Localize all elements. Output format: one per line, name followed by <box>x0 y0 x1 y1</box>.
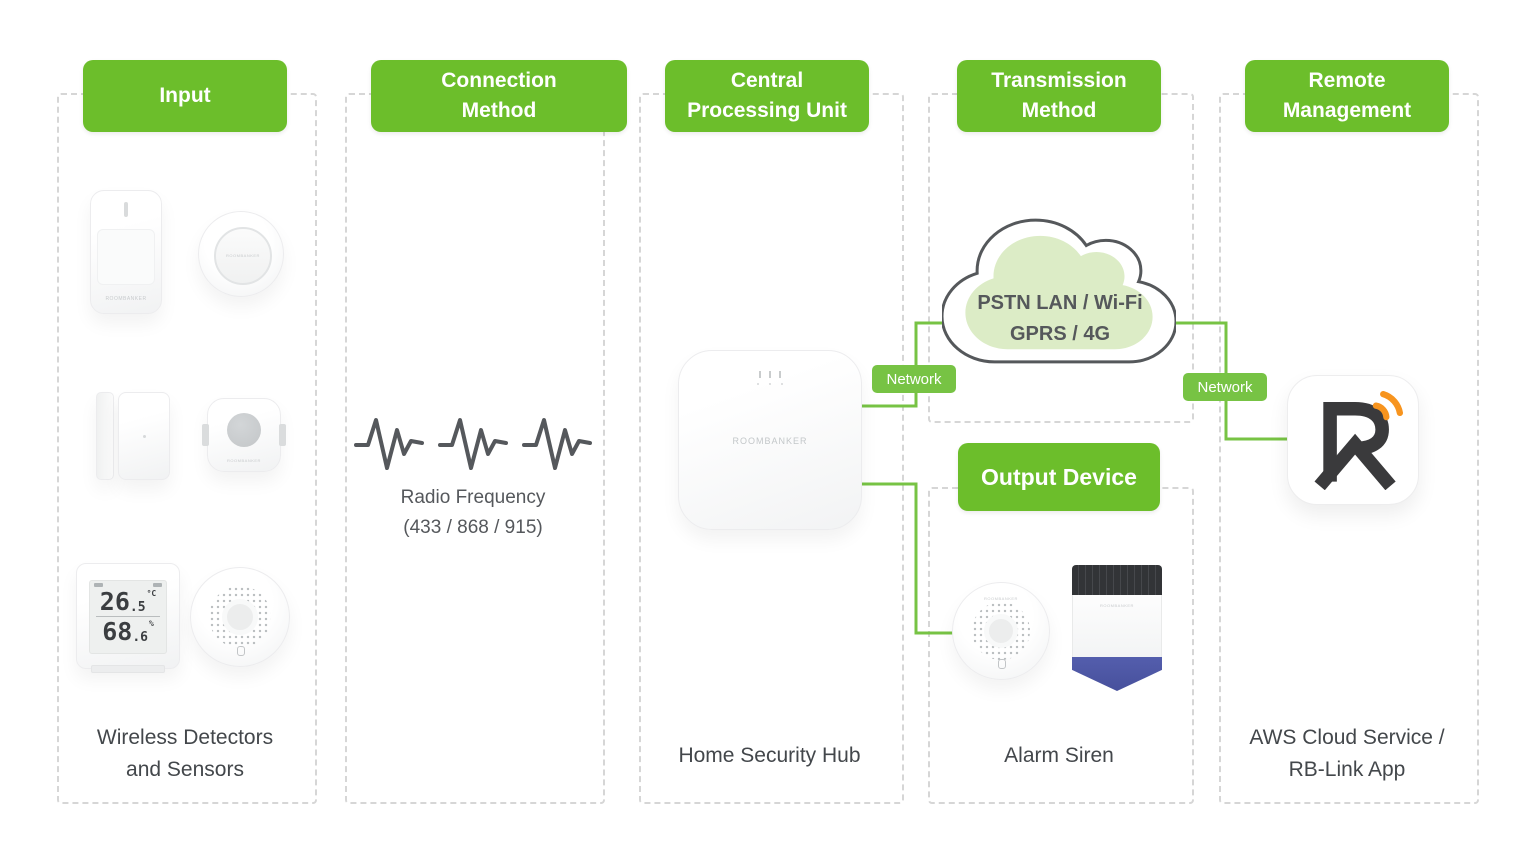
caption-connection: Radio Frequency (433 / 868 / 915) <box>345 483 601 543</box>
security-hub: ROOMBANKER <box>678 350 862 530</box>
temp-humidity-sensor: 26 .5 °C 68 .6 % <box>76 563 180 673</box>
door-window-sensor <box>118 392 170 480</box>
network-badge-right: Network <box>1183 373 1267 401</box>
header-badge-cpu-label: Central Processing Unit <box>687 69 847 122</box>
lcd-divider <box>96 616 160 617</box>
caption-connection-line2: (433 / 868 / 915) <box>403 517 543 538</box>
radio-frequency-icons <box>352 412 594 474</box>
humidity-readout: 68 .6 % <box>94 619 162 644</box>
waveform-icon <box>522 418 592 470</box>
indoor-siren: ROOMBANKER <box>952 582 1050 680</box>
button-inner-circle: ROOMBANKER <box>214 227 272 285</box>
caption-remote-line2: RB-Link App <box>1288 758 1406 781</box>
brand-label: ROOMBANKER <box>984 596 1018 601</box>
battery-icon <box>94 583 103 587</box>
wifi-arc-small <box>1372 402 1390 421</box>
brand-label: ROOMBANKER <box>105 296 147 302</box>
smoke-detector <box>190 567 290 667</box>
cloud-shape <box>942 210 1176 372</box>
humidity-unit: % <box>148 619 154 628</box>
mount-tab-right <box>279 424 286 446</box>
header-badge-transmission: Transmission Method <box>957 60 1161 132</box>
pir-motion-sensor: ROOMBANKER <box>90 190 162 314</box>
siren-center <box>984 614 1018 648</box>
caption-output: Alarm Siren <box>928 740 1190 772</box>
caption-input-line1: Wireless Detectors <box>96 726 274 749</box>
siren-button <box>998 659 1006 669</box>
door-sensor-magnet <box>96 392 114 480</box>
siren-blue-flasher <box>1072 657 1162 691</box>
cloud-inner-fill <box>965 235 1153 350</box>
solar-panel <box>1072 565 1162 595</box>
wifi-arc-large <box>1380 391 1403 417</box>
temp-value: 26 <box>99 587 130 616</box>
output-device-badge: Output Device <box>958 443 1160 511</box>
temp-decimal: .5 <box>129 600 146 615</box>
hub-indicator-dots <box>679 383 861 385</box>
caption-cpu-line1: Home Security Hub <box>678 744 861 767</box>
caption-remote: AWS Cloud Service / RB-Link App <box>1219 722 1475 786</box>
network-cloud <box>942 210 1176 372</box>
sensor-stand <box>91 665 165 673</box>
header-badge-transmission-label: Transmission Method <box>991 69 1127 122</box>
brand-label: ROOMBANKER <box>732 436 808 446</box>
caption-remote-line1: AWS Cloud Service / <box>1249 726 1445 749</box>
mount-tab-left <box>202 424 209 446</box>
outdoor-siren: ROOMBANKER <box>1072 565 1162 691</box>
detector-center <box>222 599 258 635</box>
lcd-screen: 26 .5 °C 68 .6 % <box>89 580 167 654</box>
vibration-sensor: ROOMBANKER <box>202 398 286 472</box>
brand-label: ROOMBANKER <box>1100 603 1134 608</box>
humidity-decimal: .6 <box>132 630 148 645</box>
brand-label: ROOMBANKER <box>227 458 261 463</box>
sensor-button <box>227 412 261 447</box>
caption-output-line1: Alarm Siren <box>1004 744 1114 767</box>
caption-input-line2: and Sensors <box>126 758 244 781</box>
rb-link-app-icon <box>1287 375 1419 505</box>
wireless-button-sensor: ROOMBANKER <box>198 211 284 297</box>
caption-cpu: Home Security Hub <box>639 740 900 772</box>
logo-mountain-stroke <box>1314 433 1396 490</box>
detector-button <box>237 646 245 656</box>
humidity-value: 68 <box>102 617 133 646</box>
pir-led-slit <box>124 202 128 217</box>
door-sensor-led <box>143 435 146 438</box>
lcd-status-icons <box>94 583 162 589</box>
temp-unit: °C <box>146 589 157 598</box>
cloud-label: PSTN LAN / Wi-Fi GPRS / 4G <box>946 288 1174 350</box>
cloud-label-line1: PSTN LAN / Wi-Fi <box>977 292 1143 314</box>
caption-input: Wireless Detectors and Sensors <box>57 722 313 786</box>
header-badge-remote: Remote Management <box>1245 60 1449 132</box>
pir-detection-window <box>97 229 155 285</box>
network-badge-left: Network <box>872 365 956 393</box>
hub-indicator-leds <box>679 371 861 378</box>
siren-body: ROOMBANKER <box>1072 595 1162 657</box>
logo-r-stroke <box>1323 401 1389 482</box>
cloud-label-line2: GPRS / 4G <box>1009 323 1111 345</box>
hub-to-siren-line <box>852 482 954 635</box>
temperature-readout: 26 .5 °C <box>94 589 162 614</box>
waveform-icon <box>354 418 424 470</box>
header-badge-remote-label: Remote Management <box>1282 69 1412 122</box>
header-badge-input: Input <box>83 60 287 132</box>
header-badge-cpu: Central Processing Unit <box>665 60 869 132</box>
header-badge-connection: Connection Method <box>371 60 627 132</box>
rb-link-logo <box>1314 391 1403 490</box>
caption-connection-line1: Radio Frequency <box>400 487 546 508</box>
brand-label: ROOMBANKER <box>226 253 260 258</box>
header-badge-connection-label: Connection Method <box>441 69 557 122</box>
signal-icon <box>153 583 162 587</box>
waveform-icon <box>438 418 508 470</box>
